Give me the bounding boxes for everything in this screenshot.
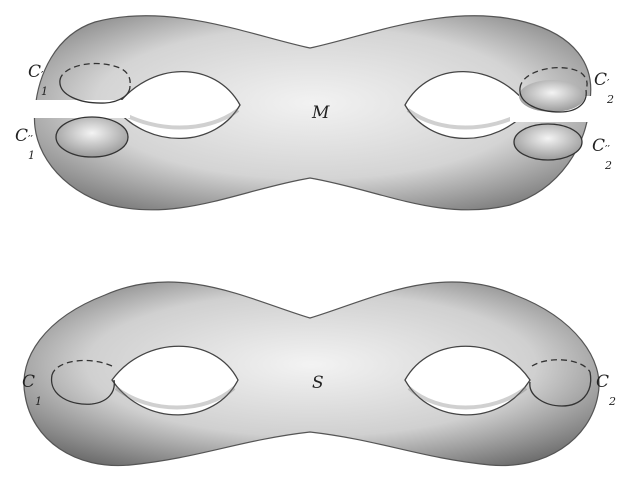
label-s: S: [312, 375, 324, 392]
label-c1-dprime: C′′1: [15, 128, 28, 145]
label-c2-prime: C′2: [594, 72, 607, 89]
label-m: M: [312, 105, 329, 122]
cut-c2-prime-face: [519, 80, 585, 112]
label-c1-prime: C′1: [28, 64, 41, 81]
label-c2-dprime: C′′2: [592, 138, 605, 155]
cut-c1-dprime: [56, 117, 128, 157]
cut-c2-dprime: [514, 124, 582, 160]
